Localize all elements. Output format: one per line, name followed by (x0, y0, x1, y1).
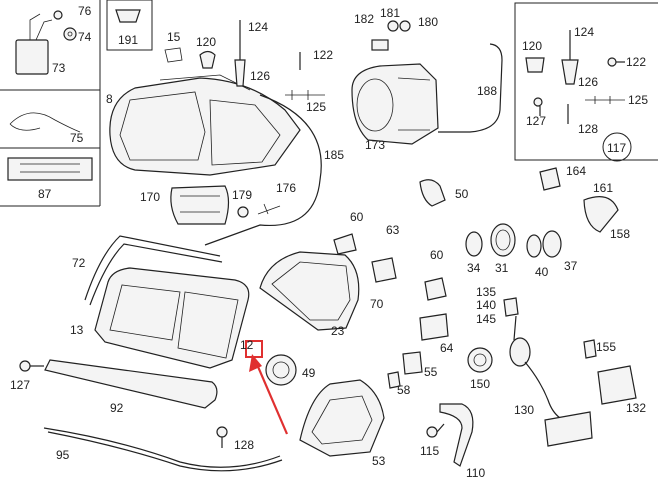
part-label: 74 (78, 30, 92, 44)
cable-188 (438, 43, 503, 133)
highlight-arrow-shaft (254, 361, 289, 435)
part-label: 40 (535, 265, 549, 279)
screw-128 (216, 426, 228, 448)
part-label: 132 (626, 401, 646, 415)
part-label: 122 (313, 48, 333, 62)
part-label: 126 (578, 75, 598, 89)
part-label: 117 (607, 141, 626, 155)
part-label: 176 (276, 181, 296, 195)
screw-115 (426, 423, 445, 438)
part-label: 150 (470, 377, 490, 391)
part-label: 63 (386, 223, 400, 237)
part-label: 72 (72, 256, 86, 270)
part-label: 55 (424, 365, 438, 379)
part-label: 75 (70, 131, 84, 145)
part-label: 49 (302, 366, 316, 380)
part-label: 115 (420, 444, 439, 458)
part-label: 125 (306, 100, 326, 114)
part-label: 128 (578, 122, 598, 136)
part-label: 76 (78, 4, 92, 18)
trim-72 (84, 235, 223, 306)
part-label: 12 (240, 338, 254, 352)
part-label: 23 (331, 324, 345, 338)
part-label: 155 (596, 340, 616, 354)
kit-box-top-left (0, 0, 101, 207)
highlight-arrow-head (249, 354, 262, 372)
part-label: 126 (250, 69, 270, 83)
part-label: 140 (476, 298, 496, 312)
part-label: 58 (397, 383, 411, 397)
fog-lamp-170 (170, 185, 230, 225)
part-label: 182 (354, 12, 374, 26)
part-label: 145 (476, 312, 496, 326)
part-label: 135 (476, 285, 496, 299)
screw-127 (19, 360, 44, 372)
part-label: 73 (52, 61, 66, 75)
kit-box-117 (514, 2, 658, 162)
part-label: 124 (248, 20, 268, 34)
lamp-53 (299, 379, 385, 457)
trim-95 (43, 427, 281, 468)
part-label: 125 (628, 93, 648, 107)
part-label: 8 (106, 92, 113, 106)
part-label: 127 (526, 114, 546, 128)
part-label: 64 (440, 341, 454, 355)
part-label: 170 (140, 190, 160, 204)
part-label: 13 (70, 323, 84, 337)
part-label: 95 (56, 448, 70, 462)
part-label: 60 (430, 248, 444, 262)
kit-box-191 (106, 0, 153, 51)
part-label: 34 (467, 261, 481, 275)
wiring-harness-185 (204, 94, 322, 246)
part-label: 120 (522, 39, 542, 53)
part-label: 158 (610, 227, 630, 241)
cable-130 (513, 315, 561, 419)
part-label: 70 (370, 297, 384, 311)
lamp-unit-173 (351, 20, 439, 145)
part-label: 120 (196, 35, 216, 49)
part-label: 15 (167, 30, 181, 44)
part-label: 127 (10, 378, 30, 392)
part-label: 179 (232, 188, 252, 202)
part-label: 188 (477, 84, 497, 98)
lamp-23 (259, 251, 360, 331)
part-label: 161 (593, 181, 613, 195)
part-label: 180 (418, 15, 438, 29)
trim-92 (44, 359, 218, 409)
headlamp-housing-8 (109, 74, 301, 176)
part-label: 128 (234, 438, 254, 452)
part-label: 110 (466, 466, 485, 480)
part-label: 185 (324, 148, 344, 162)
part-label: 191 (118, 33, 138, 47)
part-label: 50 (455, 187, 469, 201)
part-label: 87 (38, 187, 52, 201)
part-label: 181 (380, 6, 400, 20)
part-label: 164 (566, 164, 586, 178)
part-label: 37 (564, 259, 578, 273)
part-label: 53 (372, 454, 386, 468)
part-label: 130 (514, 403, 534, 417)
lens-frame-12 (94, 267, 250, 369)
part-label: 60 (350, 210, 364, 224)
part-label: 173 (365, 138, 385, 152)
bracket-110 (439, 403, 474, 467)
part-label: 124 (574, 25, 594, 39)
part-label: 31 (495, 261, 509, 275)
part-label: 92 (110, 401, 124, 415)
part-label: 122 (626, 55, 646, 69)
